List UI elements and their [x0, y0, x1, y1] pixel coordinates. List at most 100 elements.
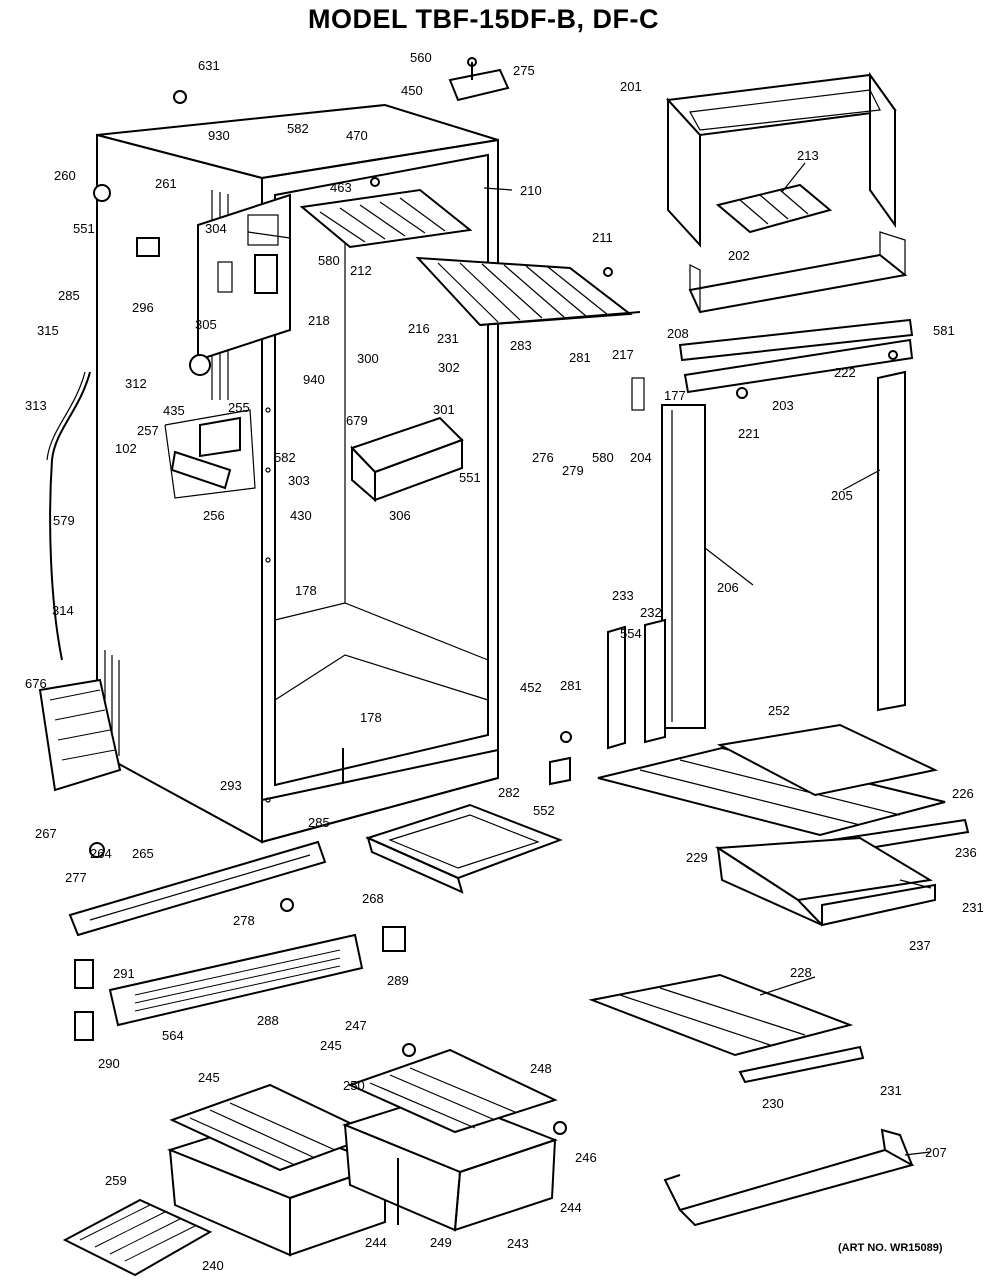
- grille-clip: [74, 959, 94, 989]
- callout-222: 222: [834, 365, 856, 380]
- callout-276: 276: [532, 450, 554, 465]
- knob-260: [93, 184, 111, 202]
- callout-313: 313: [25, 398, 47, 413]
- door-handle-trim: [683, 338, 914, 394]
- callout-580: 580: [318, 253, 340, 268]
- callout-304: 304: [205, 221, 227, 236]
- callout-228: 228: [790, 965, 812, 980]
- callout-labels: 631 560 275 450 201 930 582 470 213 260 …: [25, 50, 984, 1273]
- callout-268: 268: [362, 891, 384, 906]
- callout-240: 240: [202, 1258, 224, 1273]
- callout-259: 259: [105, 1173, 127, 1188]
- callout-233: 233: [612, 588, 634, 603]
- callout-231: 231: [880, 1083, 902, 1098]
- callout-277: 277: [65, 870, 87, 885]
- callout-201: 201: [620, 79, 642, 94]
- drain-pan: [365, 803, 563, 894]
- callout-291: 291: [113, 966, 135, 981]
- callout-203: 203: [772, 398, 794, 413]
- fan-assembly: [350, 416, 464, 503]
- callout-564: 564: [162, 1028, 184, 1043]
- callout-579: 579: [53, 513, 75, 528]
- callout-leaders: [247, 162, 932, 1156]
- crisper-cover-hinge: [402, 1043, 416, 1057]
- freezer-door-shelf: [688, 231, 908, 314]
- callout-282: 282: [498, 785, 520, 800]
- grille-bracket: [382, 926, 406, 952]
- callout-257: 257: [137, 423, 159, 438]
- callout-296: 296: [132, 300, 154, 315]
- callout-281: 281: [560, 678, 582, 693]
- callout-205: 205: [831, 488, 853, 503]
- dairy-door-bin: [663, 1128, 915, 1227]
- callout-288: 288: [257, 1013, 279, 1028]
- callout-236: 236: [955, 845, 977, 860]
- callout-676: 676: [25, 676, 47, 691]
- callout-430: 430: [290, 508, 312, 523]
- callout-264: 264: [90, 846, 112, 861]
- callout-237: 237: [909, 938, 931, 953]
- art-number: (ART NO. WR15089): [838, 1242, 943, 1254]
- callout-208: 208: [667, 326, 689, 341]
- callout-217: 217: [612, 347, 634, 362]
- callout-281: 281: [569, 350, 591, 365]
- callout-178: 178: [295, 583, 317, 598]
- callout-435: 435: [163, 403, 185, 418]
- callout-278: 278: [233, 913, 255, 928]
- callout-250: 250: [343, 1078, 365, 1093]
- callout-552: 552: [533, 803, 555, 818]
- callout-551: 551: [73, 221, 95, 236]
- callout-204: 204: [630, 450, 652, 465]
- callout-210: 210: [520, 183, 542, 198]
- door-stop: [888, 350, 898, 360]
- callout-285: 285: [58, 288, 80, 303]
- callout-245: 245: [198, 1070, 220, 1085]
- callout-293: 293: [220, 778, 242, 793]
- control-panel-assembly: [189, 193, 291, 376]
- crisper-drawer-right: [714, 836, 936, 927]
- callout-285: 285: [308, 815, 330, 830]
- diagram-title: MODEL TBF-15DF-B, DF-C: [308, 4, 659, 34]
- callout-248: 248: [530, 1061, 552, 1076]
- callout-300: 300: [357, 351, 379, 366]
- freezer-door-gasket: [665, 71, 897, 248]
- callout-470: 470: [346, 128, 368, 143]
- shelf-front-trim: [738, 1045, 865, 1084]
- callout-213: 213: [797, 148, 819, 163]
- callout-245: 245: [320, 1038, 342, 1053]
- callout-261: 261: [155, 176, 177, 191]
- callout-255: 255: [228, 400, 250, 415]
- callout-177: 177: [664, 388, 686, 403]
- plug-button: [736, 387, 748, 399]
- cold-control: [164, 409, 256, 499]
- screw-470: [370, 177, 380, 187]
- callout-247: 247: [345, 1018, 367, 1033]
- callout-315: 315: [37, 323, 59, 338]
- callout-102: 102: [115, 441, 137, 456]
- callout-631: 631: [198, 58, 220, 73]
- callout-243: 243: [507, 1236, 529, 1251]
- callout-202: 202: [728, 248, 750, 263]
- top-hinge: [448, 57, 510, 102]
- handle-cover: [877, 370, 906, 712]
- glass-shelf: [588, 973, 854, 1057]
- callout-226: 226: [952, 786, 974, 801]
- callout-302: 302: [438, 360, 460, 375]
- callout-303: 303: [288, 473, 310, 488]
- callout-260: 260: [54, 168, 76, 183]
- crisper-cover-shelf: [597, 723, 946, 837]
- callout-252: 252: [768, 703, 790, 718]
- leveling-leg: [89, 842, 105, 858]
- callout-582: 582: [274, 450, 296, 465]
- callout-218: 218: [308, 313, 330, 328]
- callout-940: 940: [303, 372, 325, 387]
- callout-581: 581: [933, 323, 955, 338]
- callout-244: 244: [560, 1200, 582, 1215]
- fresh-food-shelf: [415, 256, 641, 327]
- callout-582: 582: [287, 121, 309, 136]
- fresh-food-door-gasket: [661, 404, 706, 729]
- callout-930: 930: [208, 128, 230, 143]
- callout-230: 230: [762, 1096, 784, 1111]
- callout-265: 265: [132, 846, 154, 861]
